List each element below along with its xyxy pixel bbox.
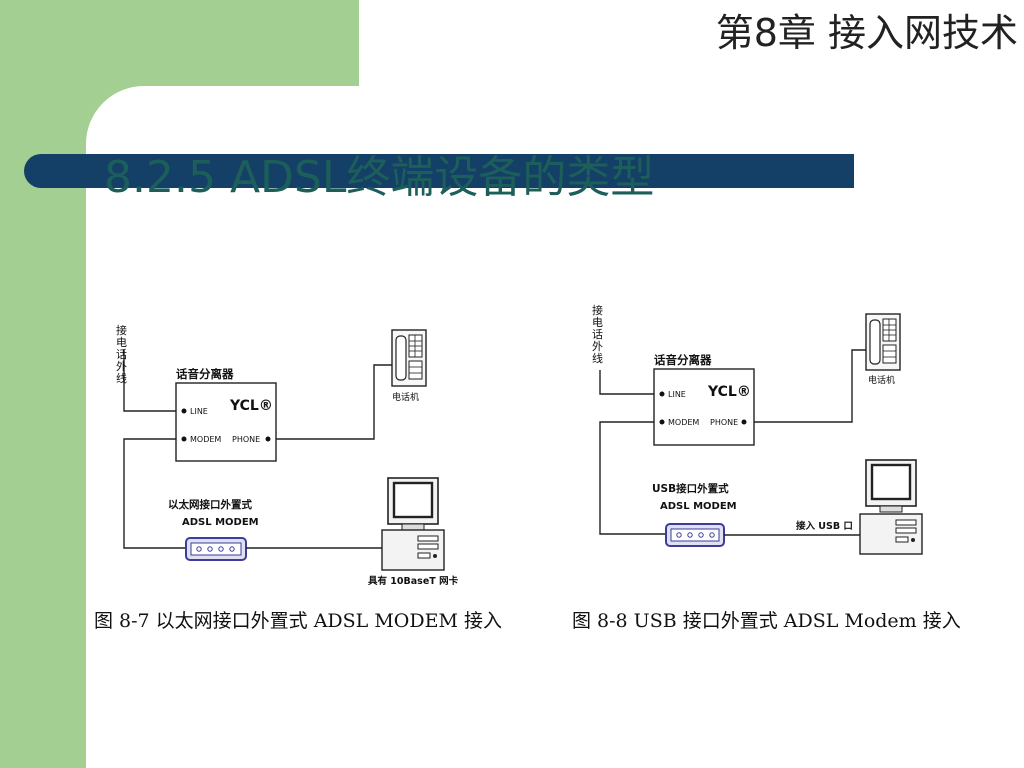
computer-tower-icon	[381, 529, 445, 571]
figure-caption-8-7: 图 8-7 以太网接口外置式 ADSL MODEM 接入	[94, 610, 502, 632]
telephone-icon	[865, 313, 901, 371]
computer-tower-icon	[859, 513, 923, 555]
monitor-icon	[386, 476, 440, 532]
section-title-bar	[24, 154, 854, 188]
telephone-icon	[391, 329, 427, 387]
phone-label: 电话机	[868, 374, 895, 386]
splitter-label: 话音分离器	[654, 353, 712, 367]
brand-label: YCL®	[707, 384, 751, 400]
modem-model-label: ADSL MODEM	[660, 501, 737, 512]
line-label: 接电话外线	[592, 304, 603, 365]
modem-model-label: ADSL MODEM	[182, 517, 259, 528]
splitter-box	[653, 368, 755, 446]
port-phone-label: PHONE	[710, 418, 738, 427]
port-phone-label: PHONE	[232, 435, 260, 444]
monitor-icon	[864, 458, 918, 514]
figure-caption-8-8: 图 8-8 USB 接口外置式 ADSL Modem 接入	[572, 610, 961, 632]
phone-label: 电话机	[392, 391, 419, 403]
line-label: 接电话外线	[116, 324, 127, 385]
modem-label: 以太网接口外置式	[168, 498, 252, 511]
splitter-label: 话音分离器	[176, 367, 234, 381]
port-line-label: LINE	[668, 390, 686, 399]
figure-8-7	[123, 329, 445, 571]
brand-label: YCL®	[229, 398, 273, 414]
pc-label: 具有 10BaseT 网卡	[367, 575, 459, 587]
figure-8-8	[599, 313, 923, 555]
port-modem-label: MODEM	[190, 435, 221, 444]
usb-port-label: 接入 USB 口	[796, 520, 853, 532]
modem-label: USB接口外置式	[652, 482, 729, 495]
port-modem-label: MODEM	[668, 418, 699, 427]
background-top-white	[359, 0, 1024, 86]
section-title: 8.2.5 ADSL终端设备的类型	[104, 152, 655, 203]
port-line-label: LINE	[190, 407, 208, 416]
splitter-box	[175, 382, 277, 462]
chapter-title: 第8章 接入网技术	[715, 11, 1018, 55]
